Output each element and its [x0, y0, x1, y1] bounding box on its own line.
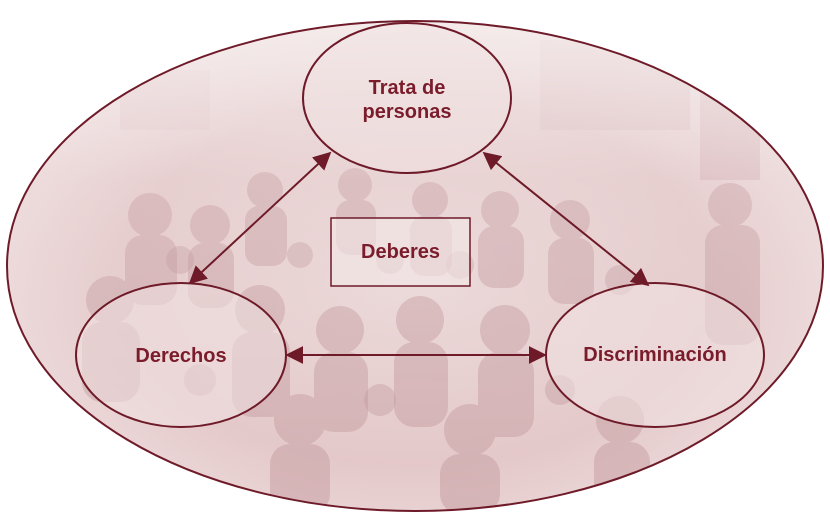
node-oval-trata-de-personas — [302, 22, 512, 174]
node-box-deberes — [330, 217, 471, 287]
node-label-deberes: Deberes — [361, 241, 440, 263]
arrow-trata-discriminacion — [482, 151, 650, 287]
node-label-derechos: Derechos — [135, 345, 227, 367]
node-label-discriminacion: Discriminación — [583, 344, 727, 366]
node-label-trata-de-personas: Trata de personas — [327, 76, 487, 124]
node-label-trata-line1: Trata de — [368, 77, 446, 99]
arrow-trata-derechos — [188, 151, 332, 285]
outer-oval — [6, 20, 824, 512]
node-label-trata-line2: personas — [362, 101, 452, 123]
